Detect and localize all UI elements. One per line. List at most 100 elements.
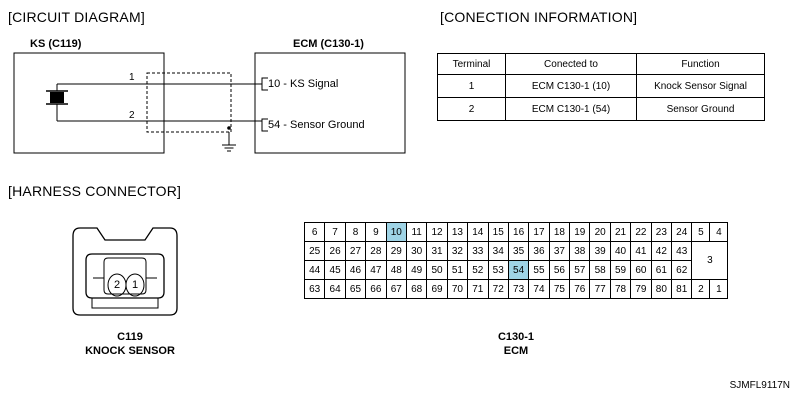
ecm-pin-80: 80 bbox=[651, 280, 673, 299]
ecm-pin-23: 23 bbox=[651, 223, 673, 242]
ecm-pin-60: 60 bbox=[631, 261, 652, 280]
ecm-pin-17: 17 bbox=[529, 223, 550, 242]
table-header: Conected to bbox=[505, 53, 637, 75]
ecm-pin-26: 26 bbox=[325, 242, 346, 261]
ecm-pin-73: 73 bbox=[508, 280, 530, 299]
ks-box bbox=[13, 52, 165, 154]
table-header: Function bbox=[636, 53, 765, 75]
ecm-pin-54: 54 bbox=[508, 261, 530, 280]
ecm-pin-68: 68 bbox=[406, 280, 428, 299]
ecm-pin-20: 20 bbox=[590, 223, 611, 242]
ecm-pin-13: 13 bbox=[447, 223, 469, 242]
ecm-pin-52: 52 bbox=[468, 261, 489, 280]
ecm-pin-8: 8 bbox=[345, 223, 367, 242]
knock-sensor-element bbox=[50, 92, 64, 103]
ecm-pin-48: 48 bbox=[386, 261, 407, 280]
connection-table: Terminal Conected to Function 1 ECM C130… bbox=[437, 53, 765, 121]
ecm-pin-64: 64 bbox=[325, 280, 346, 299]
ecm-pin-5: 5 bbox=[692, 223, 711, 242]
ecm-pin-75: 75 bbox=[549, 280, 571, 299]
ecm-pin-31: 31 bbox=[427, 242, 448, 261]
ecm-pin-71: 71 bbox=[468, 280, 489, 299]
pin-10-label: 10 - KS Signal bbox=[268, 78, 339, 90]
c119-pin-2-label: 2 bbox=[114, 279, 121, 291]
ecm-pin-72: 72 bbox=[488, 280, 509, 299]
ecm-pin-55: 55 bbox=[529, 261, 550, 280]
ecm-pin-40: 40 bbox=[610, 242, 632, 261]
circuit-diagram-title: [CIRCUIT DIAGRAM] bbox=[8, 9, 145, 25]
ecm-pin-74: 74 bbox=[529, 280, 550, 299]
ecm-pin-65: 65 bbox=[345, 280, 367, 299]
ecm-pin-39: 39 bbox=[590, 242, 611, 261]
table-row: 1 ECM C130-1 (10) Knock Sensor Signal bbox=[437, 74, 765, 98]
c119-pin-1-label: 1 bbox=[132, 279, 139, 291]
ecm-pin-32: 32 bbox=[447, 242, 469, 261]
ecm-pin-70: 70 bbox=[447, 280, 469, 299]
ecm-pin-6: 6 bbox=[305, 223, 326, 242]
ecm-pin-77: 77 bbox=[590, 280, 611, 299]
table-cell: Sensor Ground bbox=[636, 97, 765, 121]
connection-info-title: [CONECTION INFORMATION] bbox=[440, 9, 638, 25]
ecm-box bbox=[254, 52, 406, 154]
ecm-pin-38: 38 bbox=[570, 242, 591, 261]
c119-name: C119 bbox=[117, 331, 143, 343]
ecm-pin-11: 11 bbox=[406, 223, 428, 242]
ecm-pin-3: 3 bbox=[692, 242, 729, 280]
ecm-pin-58: 58 bbox=[590, 261, 611, 280]
table-cell: Knock Sensor Signal bbox=[636, 74, 765, 98]
table-cell: 2 bbox=[437, 97, 506, 121]
ecm-pin-14: 14 bbox=[468, 223, 489, 242]
ecm-pin-76: 76 bbox=[570, 280, 591, 299]
ecm-pin-22: 22 bbox=[631, 223, 652, 242]
ecm-pin-12: 12 bbox=[427, 223, 448, 242]
ecm-connector-description: ECM bbox=[503, 345, 529, 357]
c119-pin-1-cavity bbox=[125, 273, 145, 297]
c119-description: KNOCK SENSOR bbox=[85, 345, 175, 357]
wire-1-number: 1 bbox=[129, 72, 135, 83]
wire-shield bbox=[146, 72, 232, 133]
ecm-pin-41: 41 bbox=[631, 242, 652, 261]
ecm-pin-36: 36 bbox=[529, 242, 550, 261]
table-cell: 1 bbox=[437, 74, 506, 98]
ecm-pin-56: 56 bbox=[549, 261, 571, 280]
ecm-pin-78: 78 bbox=[610, 280, 632, 299]
wire-2-number: 2 bbox=[129, 110, 135, 121]
ecm-pin-16: 16 bbox=[508, 223, 530, 242]
ecm-pin-33: 33 bbox=[468, 242, 489, 261]
ecm-pin-37: 37 bbox=[549, 242, 571, 261]
ecm-pin-28: 28 bbox=[366, 242, 387, 261]
ecm-pin-25: 25 bbox=[305, 242, 326, 261]
ecm-connector-name: C130-1 bbox=[497, 331, 535, 343]
table-row: 2 ECM C130-1 (54) Sensor Ground bbox=[437, 97, 765, 121]
ecm-pin-49: 49 bbox=[406, 261, 428, 280]
ecm-pin-67: 67 bbox=[386, 280, 407, 299]
ecm-pin-27: 27 bbox=[345, 242, 367, 261]
ks-connector-label: KS (C119) bbox=[30, 38, 82, 50]
ecm-pin-18: 18 bbox=[549, 223, 571, 242]
ecm-pin-44: 44 bbox=[305, 261, 326, 280]
harness-connector-title: [HARNESS CONNECTOR] bbox=[8, 183, 182, 199]
ecm-pin-34: 34 bbox=[488, 242, 509, 261]
ecm-pin-42: 42 bbox=[651, 242, 673, 261]
ecm-pin-35: 35 bbox=[508, 242, 530, 261]
ecm-pin-43: 43 bbox=[672, 242, 693, 261]
pin-54-label: 54 - Sensor Ground bbox=[268, 119, 365, 131]
ecm-pin-59: 59 bbox=[610, 261, 632, 280]
ecm-pin-63: 63 bbox=[305, 280, 326, 299]
ecm-pin-7: 7 bbox=[325, 223, 346, 242]
c119-housing bbox=[72, 227, 178, 316]
ecm-pin-24: 24 bbox=[672, 223, 693, 242]
ecm-pin-51: 51 bbox=[447, 261, 469, 280]
ecm-pin-15: 15 bbox=[488, 223, 509, 242]
ecm-pin-9: 9 bbox=[366, 223, 387, 242]
ecm-pin-2: 2 bbox=[692, 280, 711, 299]
ecm-pin-57: 57 bbox=[570, 261, 591, 280]
ecm-pin-4: 4 bbox=[710, 223, 729, 242]
table-header: Terminal bbox=[437, 53, 506, 75]
figure-code: SJMFL9117N bbox=[729, 380, 790, 391]
table-header-row: Terminal Conected to Function bbox=[437, 53, 765, 75]
ecm-pin-45: 45 bbox=[325, 261, 346, 280]
ecm-pin-66: 66 bbox=[366, 280, 387, 299]
ecm-pin-30: 30 bbox=[406, 242, 428, 261]
